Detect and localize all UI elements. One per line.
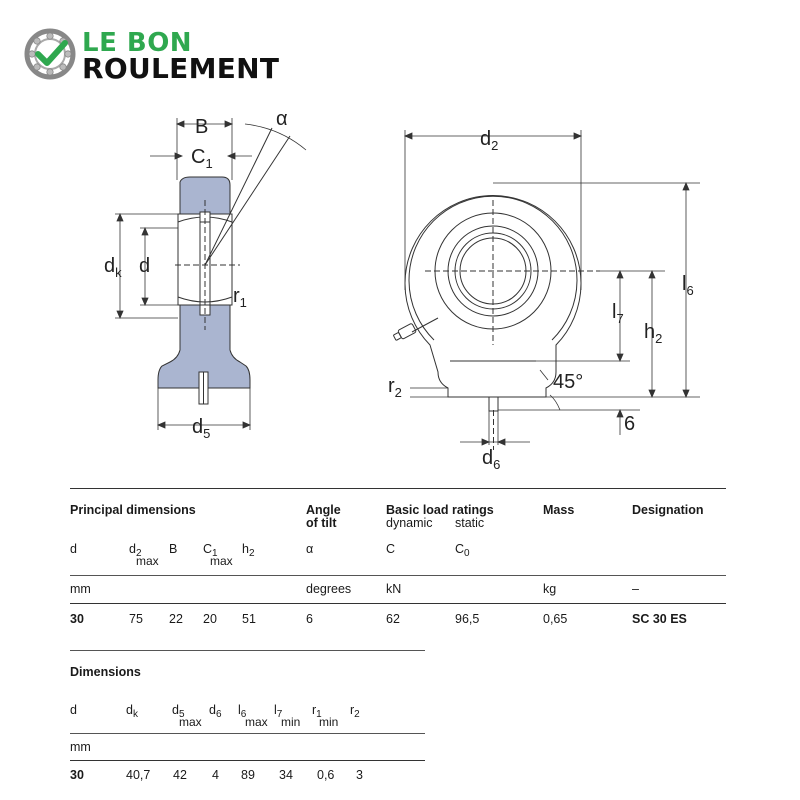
label-r1: r1 [233,285,247,310]
header-angle-line2: of tilt [306,516,337,530]
header-designation: Designation [632,503,704,517]
row-B: 22 [169,612,183,626]
unit-dash: – [632,582,639,596]
logo-line-2: ROULEMENT [82,52,280,85]
label-h2: h2 [644,321,662,346]
unit-mm: mm [70,582,91,596]
row2-r2: 3 [356,768,363,782]
header-principal-dimensions: Principal dimensions [70,503,196,517]
row-C: 62 [386,612,400,626]
label-alpha: α [276,108,288,130]
row2-r1: 0,6 [317,768,335,782]
unit-degrees: degrees [306,582,352,596]
sym-C: C [386,542,396,556]
row-C0: 96,5 [455,612,480,626]
label-l7: l7 [612,301,624,326]
label-45deg: 45° [553,371,583,393]
row-C1: 20 [203,612,217,626]
sym2-d: d [70,703,77,717]
bearing-check-icon [24,28,76,80]
header-dynamic: dynamic [386,516,433,530]
sym2-dk: dk [126,703,138,720]
label-6: 6 [624,413,635,435]
sym-d: d [70,542,77,556]
row-designation: SC 30 ES [632,612,687,626]
row2-d: 30 [70,768,84,782]
brand-logo: LE BON ROULEMENT [24,26,304,86]
row2-d5: 42 [173,768,187,782]
row-alpha: 6 [306,612,313,626]
row2-l7: 34 [279,768,293,782]
sym2-r2: r2 [350,703,360,720]
header-load-ratings: Basic load ratings [386,503,494,517]
row2-l6: 89 [241,768,255,782]
label-l6: l6 [682,273,694,298]
sym-alpha: α [306,542,314,556]
unit2-mm: mm [70,740,91,754]
label-C1: C1 [191,146,213,171]
row2-dk: 40,7 [126,768,151,782]
row-d2: 75 [129,612,143,626]
unit-kN: kN [386,582,402,596]
header-mass: Mass [543,503,575,517]
label-d6: d6 [482,447,500,472]
label-d2: d2 [480,128,498,153]
sym-h2: h2 [242,542,255,559]
front-view [393,195,600,450]
logo-line-1: LE BON [82,28,193,58]
dimensions-title: Dimensions [70,665,141,679]
sym-B: B [169,542,178,556]
row-d: 30 [70,612,84,626]
row2-d6: 4 [212,768,219,782]
header-static: static [455,516,485,530]
technical-drawing: B C1 α dk d r1 d5 [104,108,700,472]
sym2-d6: d6 [209,703,222,720]
label-d: d [139,255,150,277]
header-angle-line1: Angle [306,503,341,517]
front-view-dimensions [403,130,700,446]
row-mass: 0,65 [543,612,568,626]
label-d5: d5 [192,416,210,441]
sym-C0: C0 [455,542,470,559]
side-view [157,127,291,405]
label-r2: r2 [388,375,402,400]
label-dk: dk [104,255,122,280]
label-B: B [195,116,208,138]
side-view-dimensions [115,118,307,430]
row-h2: 51 [242,612,256,626]
unit-kg: kg [543,582,557,596]
